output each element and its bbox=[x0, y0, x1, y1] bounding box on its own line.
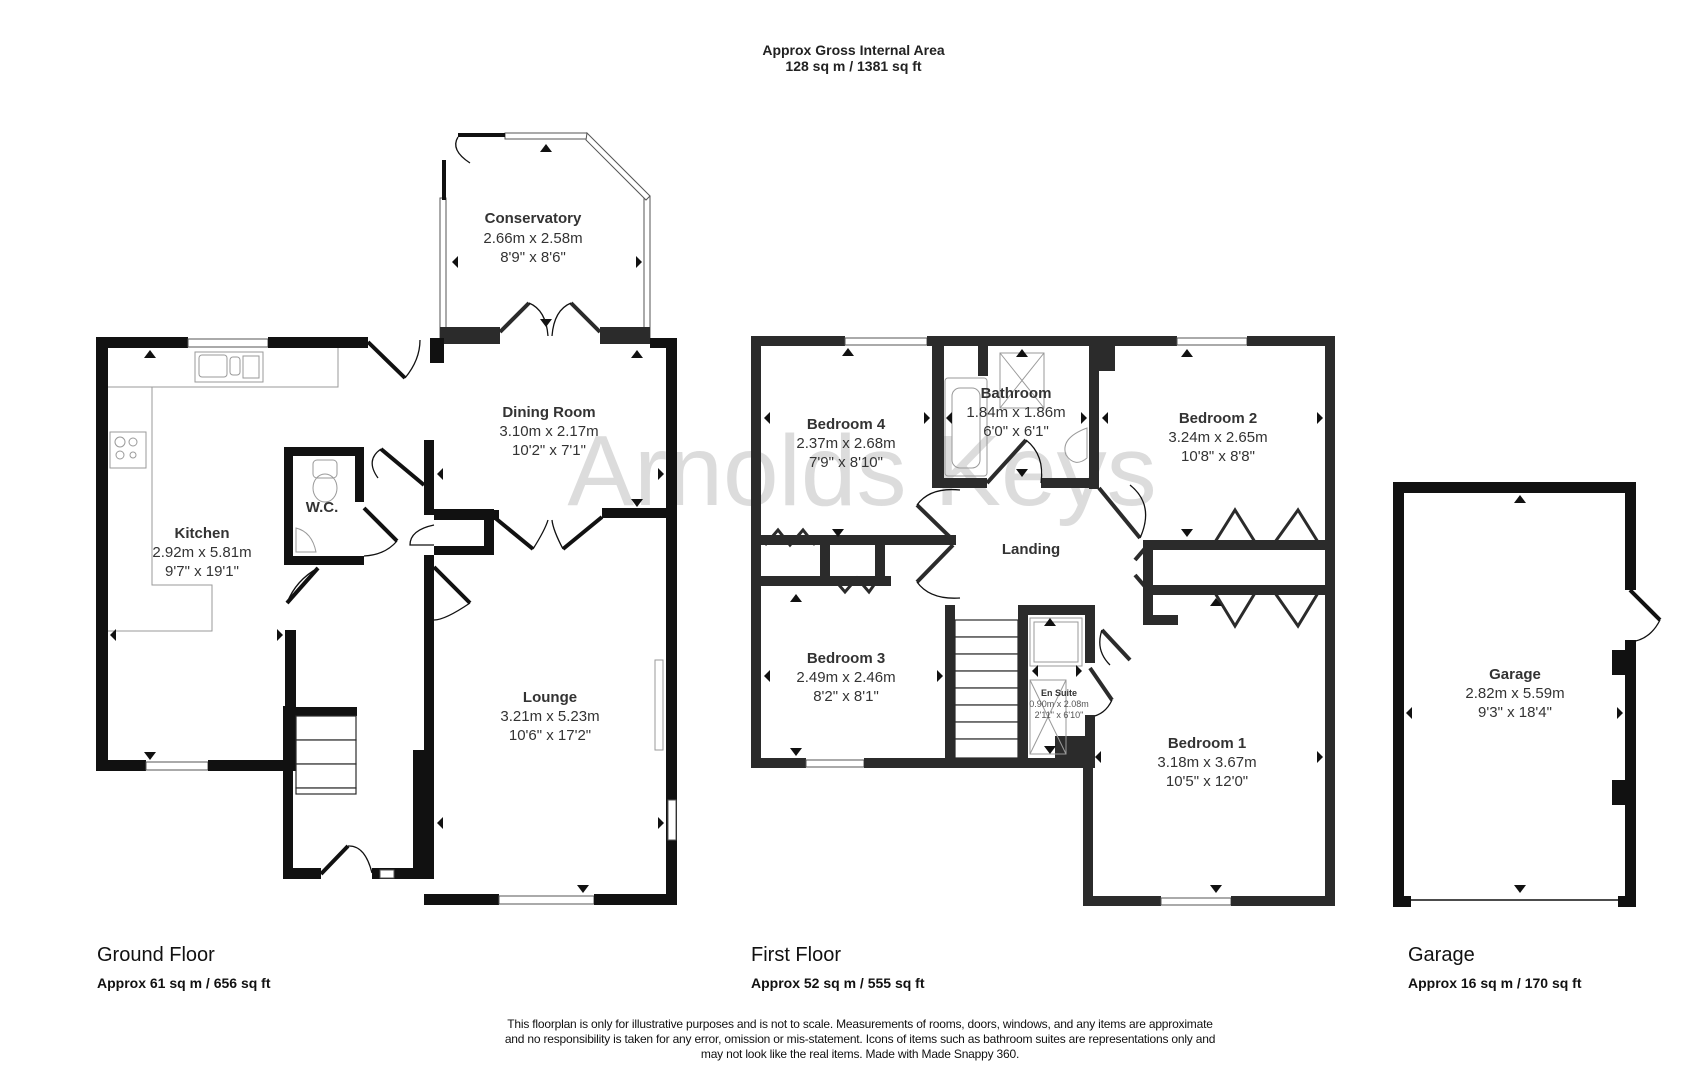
svg-text:Bathroom: Bathroom bbox=[981, 385, 1052, 402]
hallway-walls bbox=[283, 338, 494, 879]
svg-text:1.84m x 1.86m: 1.84m x 1.86m bbox=[966, 404, 1065, 421]
room-kitchen: Kitchen 2.92m x 5.81m 9'7" x 19'1" bbox=[152, 525, 251, 580]
garage-plan: Garage 2.82m x 5.59m 9'3" x 18'4" bbox=[1393, 482, 1662, 907]
svg-text:8'2" x 8'1": 8'2" x 8'1" bbox=[813, 688, 879, 705]
svg-text:10'2" x 7'1": 10'2" x 7'1" bbox=[512, 442, 586, 459]
first-floor-stairs bbox=[954, 605, 1028, 768]
gross-area-value: 128 sq m / 1381 sq ft bbox=[785, 58, 922, 74]
ground-floor-dimension-arrows bbox=[110, 144, 664, 893]
first-floor-dimension-arrows bbox=[764, 348, 1323, 893]
garage-arrow-left bbox=[1406, 707, 1412, 719]
svg-text:3.10m x 2.17m: 3.10m x 2.17m bbox=[499, 423, 598, 440]
disclaimer-line-2: and no responsibility is taken for any e… bbox=[504, 1032, 1216, 1046]
ground-floor-area: Approx 61 sq m / 656 sq ft bbox=[97, 975, 271, 991]
svg-text:0.90m x 2.08m: 0.90m x 2.08m bbox=[1029, 699, 1089, 709]
svg-text:Bedroom 1: Bedroom 1 bbox=[1168, 735, 1246, 752]
garage-area: Approx 16 sq m / 170 sq ft bbox=[1408, 975, 1582, 991]
svg-text:2.37m x 2.68m: 2.37m x 2.68m bbox=[796, 435, 895, 452]
bedroom-3-4-walls bbox=[761, 488, 961, 768]
svg-text:Bedroom 3: Bedroom 3 bbox=[807, 650, 885, 667]
conservatory-walls bbox=[439, 131, 651, 344]
svg-text:Lounge: Lounge bbox=[523, 689, 577, 706]
svg-text:2'11" x 6'10": 2'11" x 6'10" bbox=[1035, 710, 1084, 720]
room-bathroom: Bathroom 1.84m x 1.86m 6'0" x 6'1" bbox=[966, 385, 1065, 440]
svg-text:Kitchen: Kitchen bbox=[174, 525, 229, 542]
room-conservatory: Conservatory 2.66m x 2.58m 8'9" x 8'6" bbox=[483, 210, 582, 266]
gross-area-title: Approx Gross Internal Area bbox=[762, 42, 945, 58]
room-wc: W.C. bbox=[306, 499, 339, 516]
garage-title: Garage bbox=[1408, 944, 1475, 966]
svg-text:2.82m x 5.59m: 2.82m x 5.59m bbox=[1465, 685, 1564, 702]
en-suite-walls bbox=[1018, 605, 1114, 768]
svg-text:8'9" x 8'6": 8'9" x 8'6" bbox=[500, 249, 566, 266]
svg-text:Conservatory: Conservatory bbox=[485, 210, 582, 227]
kitchen-walls bbox=[96, 337, 421, 771]
ground-floor-plan: Conservatory 2.66m x 2.58m 8'9" x 8'6" D… bbox=[96, 131, 677, 905]
svg-text:Landing: Landing bbox=[1002, 541, 1060, 558]
room-bedroom-1: Bedroom 1 3.18m x 3.67m 10'5" x 12'0" bbox=[1157, 735, 1256, 790]
first-floor-area: Approx 52 sq m / 555 sq ft bbox=[751, 975, 925, 991]
disclaimer-line-1: This floorplan is only for illustrative … bbox=[507, 1017, 1213, 1031]
svg-text:2.49m x 2.46m: 2.49m x 2.46m bbox=[796, 669, 895, 686]
svg-text:10'5" x 12'0": 10'5" x 12'0" bbox=[1166, 773, 1248, 790]
disclaimer: This floorplan is only for illustrative … bbox=[430, 1017, 1290, 1062]
svg-text:10'6" x 17'2": 10'6" x 17'2" bbox=[509, 727, 591, 744]
room-dining-room: Dining Room 3.10m x 2.17m 10'2" x 7'1" bbox=[499, 404, 598, 459]
svg-text:3.24m x 2.65m: 3.24m x 2.65m bbox=[1168, 429, 1267, 446]
svg-text:Bedroom 4: Bedroom 4 bbox=[807, 416, 886, 433]
bedroom-1-2-walls bbox=[1097, 484, 1325, 666]
room-bedroom-3: Bedroom 3 2.49m x 2.46m 8'2" x 8'1" bbox=[796, 650, 895, 705]
first-floor-title: First Floor bbox=[751, 944, 841, 966]
room-bedroom-2: Bedroom 2 3.24m x 2.65m 10'8" x 8'8" bbox=[1168, 410, 1267, 465]
room-en-suite: En Suite 0.90m x 2.08m 2'11" x 6'10" bbox=[1029, 688, 1089, 720]
svg-text:Dining Room: Dining Room bbox=[502, 404, 595, 421]
gross-area-header: Approx Gross Internal Area 128 sq m / 13… bbox=[0, 42, 1707, 74]
svg-text:Bedroom 2: Bedroom 2 bbox=[1179, 410, 1257, 427]
dining-lounge-walls bbox=[424, 338, 677, 905]
svg-text:Garage: Garage bbox=[1489, 666, 1541, 683]
kitchen-fixtures bbox=[108, 348, 339, 632]
svg-text:9'7" x 19'1": 9'7" x 19'1" bbox=[165, 563, 239, 580]
svg-text:2.66m x 2.58m: 2.66m x 2.58m bbox=[483, 230, 582, 247]
svg-text:6'0" x 6'1": 6'0" x 6'1" bbox=[983, 423, 1049, 440]
svg-text:9'3" x 18'4": 9'3" x 18'4" bbox=[1478, 704, 1552, 721]
garage-arrow-bottom bbox=[1514, 885, 1526, 893]
svg-text:W.C.: W.C. bbox=[306, 499, 339, 516]
first-floor-label-block: First Floor Approx 52 sq m / 555 sq ft bbox=[751, 944, 925, 991]
garage-arrow-top bbox=[1514, 495, 1526, 503]
room-lounge: Lounge 3.21m x 5.23m 10'6" x 17'2" bbox=[500, 689, 599, 744]
ground-floor-label-block: Ground Floor Approx 61 sq m / 656 sq ft bbox=[97, 944, 271, 991]
disclaimer-line-3: may not look like the real items. Made w… bbox=[700, 1047, 1020, 1061]
room-landing: Landing bbox=[1002, 541, 1060, 558]
garage-arrow-right bbox=[1617, 707, 1623, 719]
ground-floor-title: Ground Floor bbox=[97, 944, 215, 966]
first-floor-plan: Bedroom 4 2.37m x 2.68m 7'9" x 8'10" Bat… bbox=[751, 336, 1335, 906]
room-bedroom-4: Bedroom 4 2.37m x 2.68m 7'9" x 8'10" bbox=[796, 416, 895, 471]
ground-floor-stairs bbox=[285, 707, 357, 795]
garage-label-block: Garage Approx 16 sq m / 170 sq ft bbox=[1408, 944, 1582, 991]
svg-text:7'9" x 8'10": 7'9" x 8'10" bbox=[809, 454, 883, 471]
svg-text:3.21m x 5.23m: 3.21m x 5.23m bbox=[500, 708, 599, 725]
bathroom-walls bbox=[932, 346, 1115, 489]
svg-text:10'8" x 8'8": 10'8" x 8'8" bbox=[1181, 448, 1255, 465]
wc-walls bbox=[284, 447, 399, 565]
svg-text:3.18m x 3.67m: 3.18m x 3.67m bbox=[1157, 754, 1256, 771]
svg-text:En Suite: En Suite bbox=[1041, 688, 1077, 698]
svg-text:2.92m x 5.81m: 2.92m x 5.81m bbox=[152, 544, 251, 561]
room-garage: Garage 2.82m x 5.59m 9'3" x 18'4" bbox=[1465, 666, 1564, 721]
